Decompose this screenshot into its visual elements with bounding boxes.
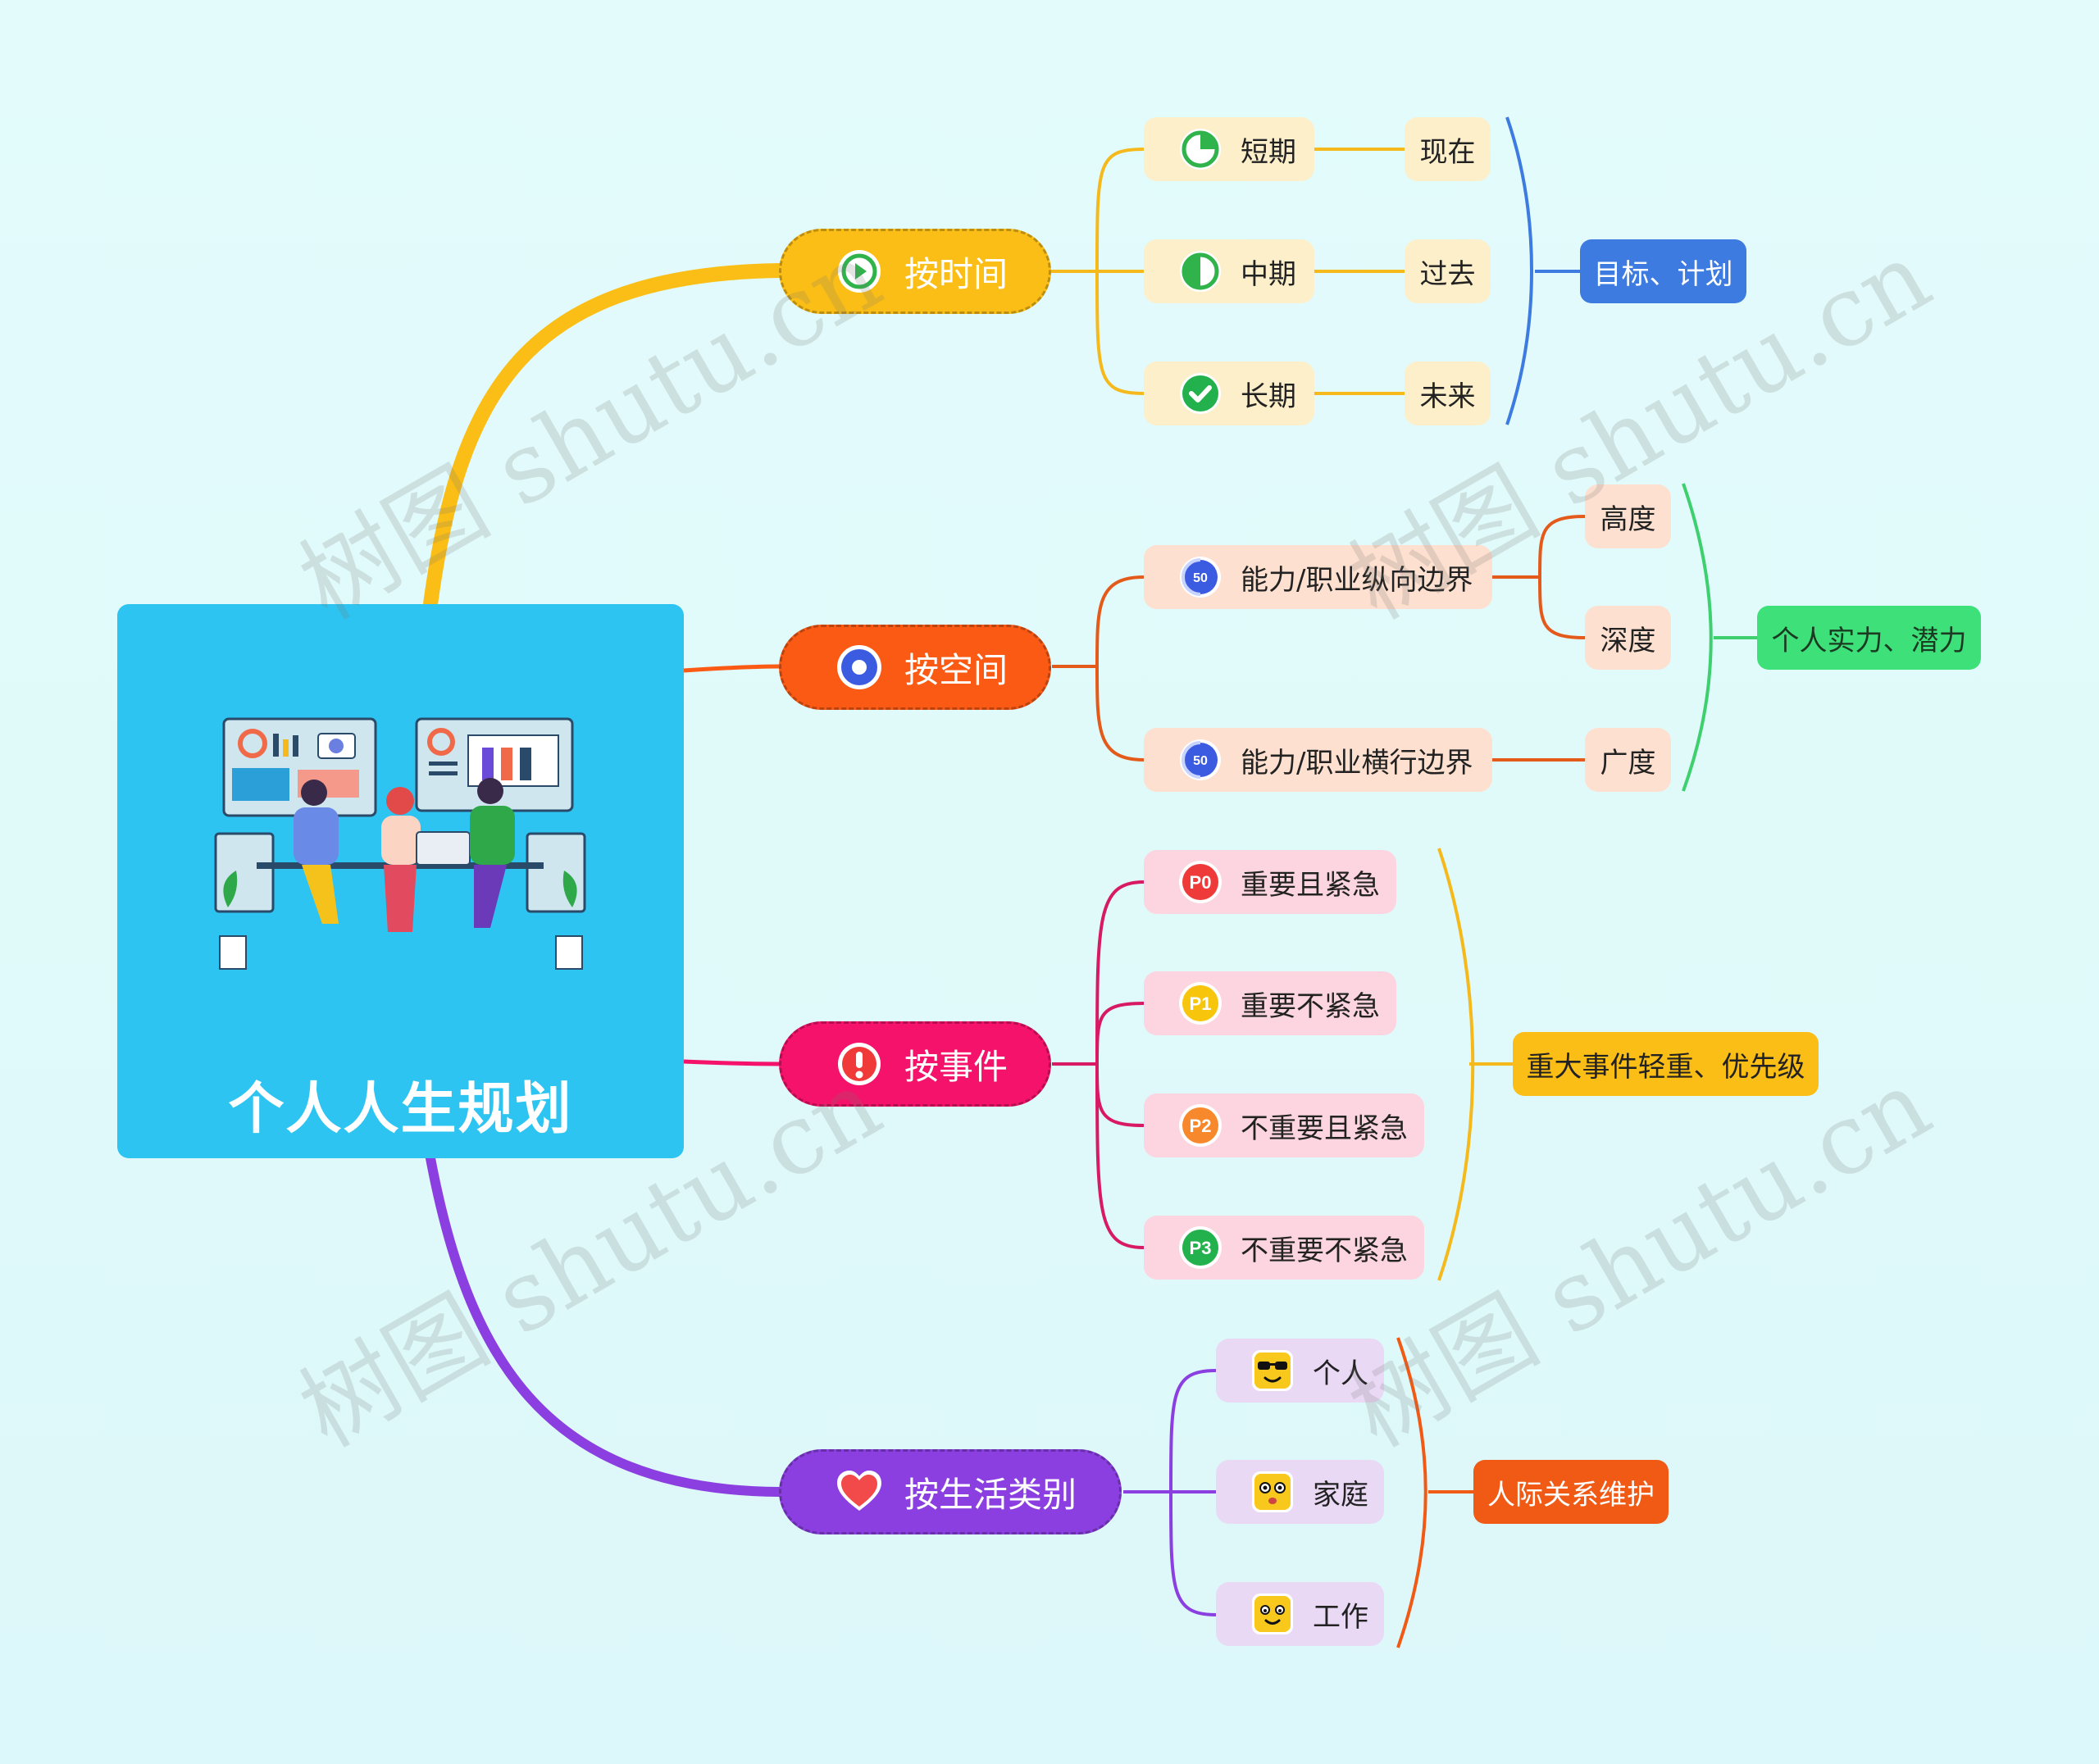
p1-badge-icon: P1 (1179, 982, 1222, 1025)
time-child-future-label: 未来 (1419, 380, 1476, 413)
space-summary[interactable]: 个人实力、潜力 (1757, 606, 1981, 670)
event-node-p0-label: 重要且紧急 (1241, 868, 1380, 902)
root-to-life-line (426, 1153, 784, 1497)
root-to-space-line (683, 664, 780, 673)
time-child-now[interactable]: 现在 (1405, 117, 1491, 181)
event-node-p1[interactable]: P1 重要不紧急 (1144, 971, 1396, 1035)
space-summary-label: 个人实力、潜力 (1771, 624, 1967, 657)
time-summary-brace (1505, 116, 1533, 425)
space-child-height-label: 高度 (1600, 502, 1656, 536)
p0-badge-icon: P0 (1179, 861, 1222, 903)
space-child-height[interactable]: 高度 (1585, 484, 1671, 548)
p2-badge-icon: P2 (1179, 1104, 1222, 1147)
space-node-horizontal[interactable]: 50 能力/职业横行边界 (1144, 728, 1492, 792)
branch-life-label: 按生活类别 (904, 1474, 1077, 1515)
half-pie-icon (1180, 251, 1221, 292)
branch-time[interactable]: 按时间 (779, 229, 1051, 314)
event-summary-brace (1437, 848, 1475, 1281)
space-child-depth[interactable]: 深度 (1585, 606, 1671, 670)
space-child-breadth[interactable]: 广度 (1585, 728, 1671, 792)
heart-icon (837, 1471, 881, 1511)
time-node-short-label: 短期 (1241, 135, 1296, 169)
root-title: 个人人生规划 (228, 1077, 573, 1142)
life-node-personal-label: 个人 (1313, 1357, 1368, 1390)
time-summary[interactable]: 目标、计划 (1580, 239, 1746, 303)
branch-event-label: 按事件 (904, 1046, 1009, 1087)
life-node-work-label: 工作 (1313, 1600, 1368, 1634)
fifty-percent-icon: 50 (1180, 739, 1221, 780)
time-node-medium-label: 中期 (1241, 257, 1296, 291)
event-node-p1-label: 重要不紧急 (1241, 989, 1380, 1023)
life-node-work[interactable]: 工作 (1216, 1582, 1384, 1646)
space-child-breadth-label: 广度 (1600, 746, 1656, 780)
svg-text:P2: P2 (1190, 1116, 1212, 1136)
branch-space-label: 按空间 (904, 649, 1009, 690)
space-summary-brace (1682, 483, 1713, 792)
svg-text:P1: P1 (1190, 993, 1212, 1014)
svg-text:50: 50 (1193, 571, 1208, 585)
sunglasses-face-icon (1252, 1350, 1293, 1391)
time-connectors (1051, 148, 1405, 395)
life-summary-brace (1396, 1337, 1427, 1648)
smile-face-icon (1252, 1594, 1293, 1634)
svg-text:P0: P0 (1190, 872, 1212, 893)
svg-text:P3: P3 (1190, 1238, 1212, 1258)
branch-time-label: 按时间 (904, 253, 1009, 294)
life-node-family-label: 家庭 (1313, 1478, 1368, 1512)
play-icon (838, 250, 881, 293)
time-node-long[interactable]: 长期 (1144, 361, 1314, 425)
time-node-medium[interactable]: 中期 (1144, 239, 1314, 303)
quarter-pie-icon (1180, 129, 1221, 170)
branch-event[interactable]: 按事件 (779, 1021, 1051, 1107)
fifty-percent-icon: 50 (1180, 557, 1221, 598)
life-summary[interactable]: 人际关系维护 (1473, 1460, 1669, 1524)
root-to-event-line (683, 1059, 780, 1066)
event-node-p0[interactable]: P0 重要且紧急 (1144, 850, 1396, 914)
event-summary-label: 重大事件轻重、优先级 (1526, 1050, 1805, 1084)
event-connectors (1052, 880, 1145, 1249)
time-node-short[interactable]: 短期 (1144, 117, 1314, 181)
life-connectors (1123, 1369, 1217, 1616)
event-node-p3[interactable]: P3 不重要不紧急 (1144, 1216, 1424, 1280)
life-summary-label: 人际关系维护 (1487, 1478, 1655, 1512)
time-child-future[interactable]: 未来 (1405, 361, 1491, 425)
svg-text:50: 50 (1193, 754, 1208, 768)
life-node-personal[interactable]: 个人 (1216, 1339, 1384, 1403)
space-child-depth-label: 深度 (1600, 624, 1656, 657)
check-circle-icon (1180, 373, 1221, 414)
life-node-family[interactable]: 家庭 (1216, 1460, 1384, 1524)
space-node-vertical-label: 能力/职业纵向边界 (1241, 563, 1473, 597)
time-child-past-label: 过去 (1419, 257, 1476, 291)
event-node-p2-label: 不重要且紧急 (1241, 1112, 1408, 1145)
happy-face-icon (1252, 1471, 1293, 1512)
time-child-past[interactable]: 过去 (1405, 239, 1491, 303)
space-node-vertical[interactable]: 50 能力/职业纵向边界 (1144, 545, 1492, 609)
root-to-time-line (423, 263, 786, 611)
space-node-horizontal-label: 能力/职业横行边界 (1241, 746, 1473, 780)
p3-badge-icon: P3 (1179, 1226, 1222, 1269)
space-connectors (1052, 515, 1586, 762)
event-node-p3-label: 不重要不紧急 (1241, 1234, 1408, 1267)
time-node-long-label: 长期 (1241, 380, 1296, 413)
time-summary-label: 目标、计划 (1593, 257, 1733, 291)
branch-space[interactable]: 按空间 (779, 625, 1051, 710)
event-summary[interactable]: 重大事件轻重、优先级 (1513, 1032, 1819, 1096)
time-child-now-label: 现在 (1419, 135, 1476, 169)
root-node[interactable]: 个人人生规划 (117, 604, 684, 1158)
exclamation-icon (838, 1043, 881, 1085)
team-meeting-illustration (214, 717, 586, 970)
record-icon (837, 645, 881, 689)
event-node-p2[interactable]: P2 不重要且紧急 (1144, 1093, 1424, 1157)
branch-life[interactable]: 按生活类别 (779, 1449, 1122, 1534)
